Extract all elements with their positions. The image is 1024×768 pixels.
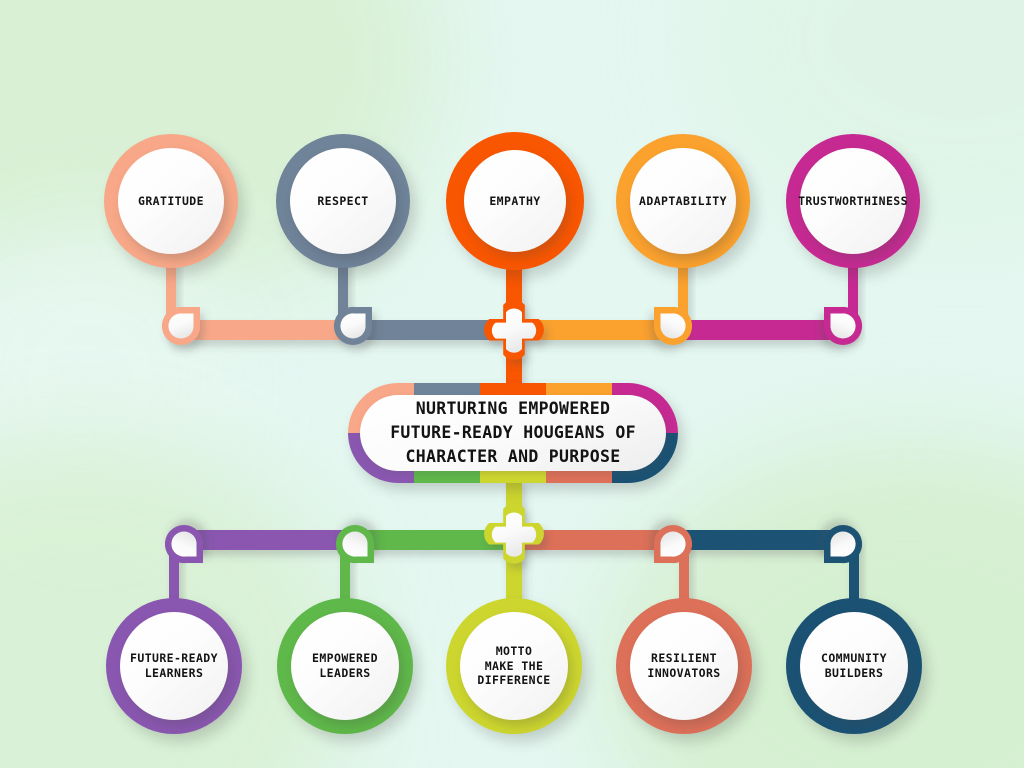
elbow-bottom-future-ready-learners <box>164 524 204 564</box>
node-adaptability-line-1: ADAPTABILITY <box>639 193 727 208</box>
node-empathy-face: EMPATHY <box>464 150 566 252</box>
node-motto-label: MOTTO MAKE THE DIFFERENCE <box>477 644 550 688</box>
node-community-builders[interactable]: COMMUNITY BUILDERS <box>786 598 922 734</box>
center-statement-line-3: CHARACTER AND PURPOSE <box>405 446 621 466</box>
center-statement[interactable]: NURTURING EMPOWERED FUTURE-READY HOUGEAN… <box>348 383 678 483</box>
node-motto[interactable]: MOTTO MAKE THE DIFFERENCE <box>446 598 582 734</box>
node-community-builders-line-1: COMMUNITY <box>821 651 887 666</box>
rail-bottom-right-outer <box>683 530 853 550</box>
node-empowered-leaders-label: EMPOWERED LEADERS <box>312 651 378 680</box>
node-empathy[interactable]: EMPATHY <box>446 132 584 270</box>
stem-top-0 <box>166 255 176 334</box>
elbow-top-adaptability <box>653 306 693 346</box>
node-adaptability[interactable]: ADAPTABILITY <box>616 134 750 268</box>
stem-top-3 <box>678 255 688 334</box>
stem-bottom-4 <box>849 536 859 608</box>
node-gratitude[interactable]: GRATITUDE <box>104 134 238 268</box>
stem-bottom-3 <box>679 536 689 608</box>
node-resilient-innovators-line-1: RESILIENT <box>651 651 717 666</box>
node-trustworthiness-label: TRUSTWORTHINESS <box>798 194 908 209</box>
node-motto-face: MOTTO MAKE THE DIFFERENCE <box>460 612 568 720</box>
elbow-top-trustworthiness <box>823 306 863 346</box>
node-empathy-line-1: EMPATHY <box>489 193 541 208</box>
center-statement-face: NURTURING EMPOWERED FUTURE-READY HOUGEAN… <box>360 395 666 471</box>
node-empathy-label: EMPATHY <box>489 194 540 209</box>
rail-top-left-inner <box>343 320 514 340</box>
hub-top <box>484 299 544 360</box>
node-future-ready-learners-label: FUTURE-READY LEARNERS <box>130 651 218 680</box>
node-respect-line-1: RESPECT <box>317 193 369 208</box>
node-respect-label: RESPECT <box>317 194 368 209</box>
node-community-builders-label: COMMUNITY BUILDERS <box>821 651 887 680</box>
node-respect-face: RESPECT <box>290 148 396 254</box>
node-gratitude-face: GRATITUDE <box>118 148 224 254</box>
elbow-bottom-community-builders <box>823 524 863 564</box>
center-statement-line-1: NURTURING EMPOWERED <box>415 399 611 419</box>
node-future-ready-learners-line-2: LEARNERS <box>144 666 204 680</box>
node-future-ready-learners[interactable]: FUTURE-READY LEARNERS <box>106 598 242 734</box>
elbow-top-respect <box>333 306 373 346</box>
elbow-bottom-empowered-leaders <box>335 524 375 564</box>
node-resilient-innovators-line-2: INNOVATORS <box>647 666 721 680</box>
rail-bottom-right-inner <box>514 530 683 550</box>
node-respect[interactable]: RESPECT <box>276 134 410 268</box>
rail-top-right-outer <box>683 320 853 340</box>
stem-top-4 <box>848 255 858 334</box>
node-motto-line-2: MAKE THE <box>484 658 544 673</box>
rail-top-left-outer <box>171 320 343 340</box>
rail-top-right-inner <box>514 320 683 340</box>
stem-bottom-1 <box>340 536 350 608</box>
node-future-ready-learners-face: FUTURE-READY LEARNERS <box>120 612 228 720</box>
node-future-ready-learners-line-1: FUTURE-READY <box>130 651 218 666</box>
node-adaptability-label: ADAPTABILITY <box>639 194 727 209</box>
elbow-bottom-resilient-innovators <box>653 524 693 564</box>
node-community-builders-line-2: BUILDERS <box>824 666 884 680</box>
elbow-top-gratitude <box>161 306 201 346</box>
node-resilient-innovators-face: RESILIENT INNOVATORS <box>630 612 738 720</box>
node-resilient-innovators[interactable]: RESILIENT INNOVATORS <box>616 598 752 734</box>
node-empowered-leaders-face: EMPOWERED LEADERS <box>291 612 399 720</box>
node-motto-line-3: DIFFERENCE <box>477 673 551 688</box>
node-trustworthiness[interactable]: TRUSTWORTHINESS <box>786 134 920 268</box>
node-motto-line-1: MOTTO <box>495 643 533 658</box>
rail-bottom-left-inner <box>343 530 514 550</box>
node-empowered-leaders-line-2: LEADERS <box>319 666 371 680</box>
stem-bottom-0 <box>169 536 179 608</box>
center-statement-line-2: FUTURE-READY HOUGEANS OF <box>390 423 636 443</box>
hub-bottom <box>484 503 544 564</box>
node-empowered-leaders-line-1: EMPOWERED <box>312 651 378 666</box>
node-adaptability-face: ADAPTABILITY <box>630 148 736 254</box>
node-empowered-leaders[interactable]: EMPOWERED LEADERS <box>277 598 413 734</box>
node-trustworthiness-face: TRUSTWORTHINESS <box>798 148 908 254</box>
node-trustworthiness-line-1: TRUSTWORTHINESS <box>798 193 908 208</box>
stem-top-1 <box>338 255 348 334</box>
node-gratitude-line-1: GRATITUDE <box>138 193 204 208</box>
node-gratitude-label: GRATITUDE <box>138 194 204 209</box>
node-community-builders-face: COMMUNITY BUILDERS <box>800 612 908 720</box>
node-resilient-innovators-label: RESILIENT INNOVATORS <box>647 651 720 680</box>
rail-bottom-left-outer <box>171 530 343 550</box>
